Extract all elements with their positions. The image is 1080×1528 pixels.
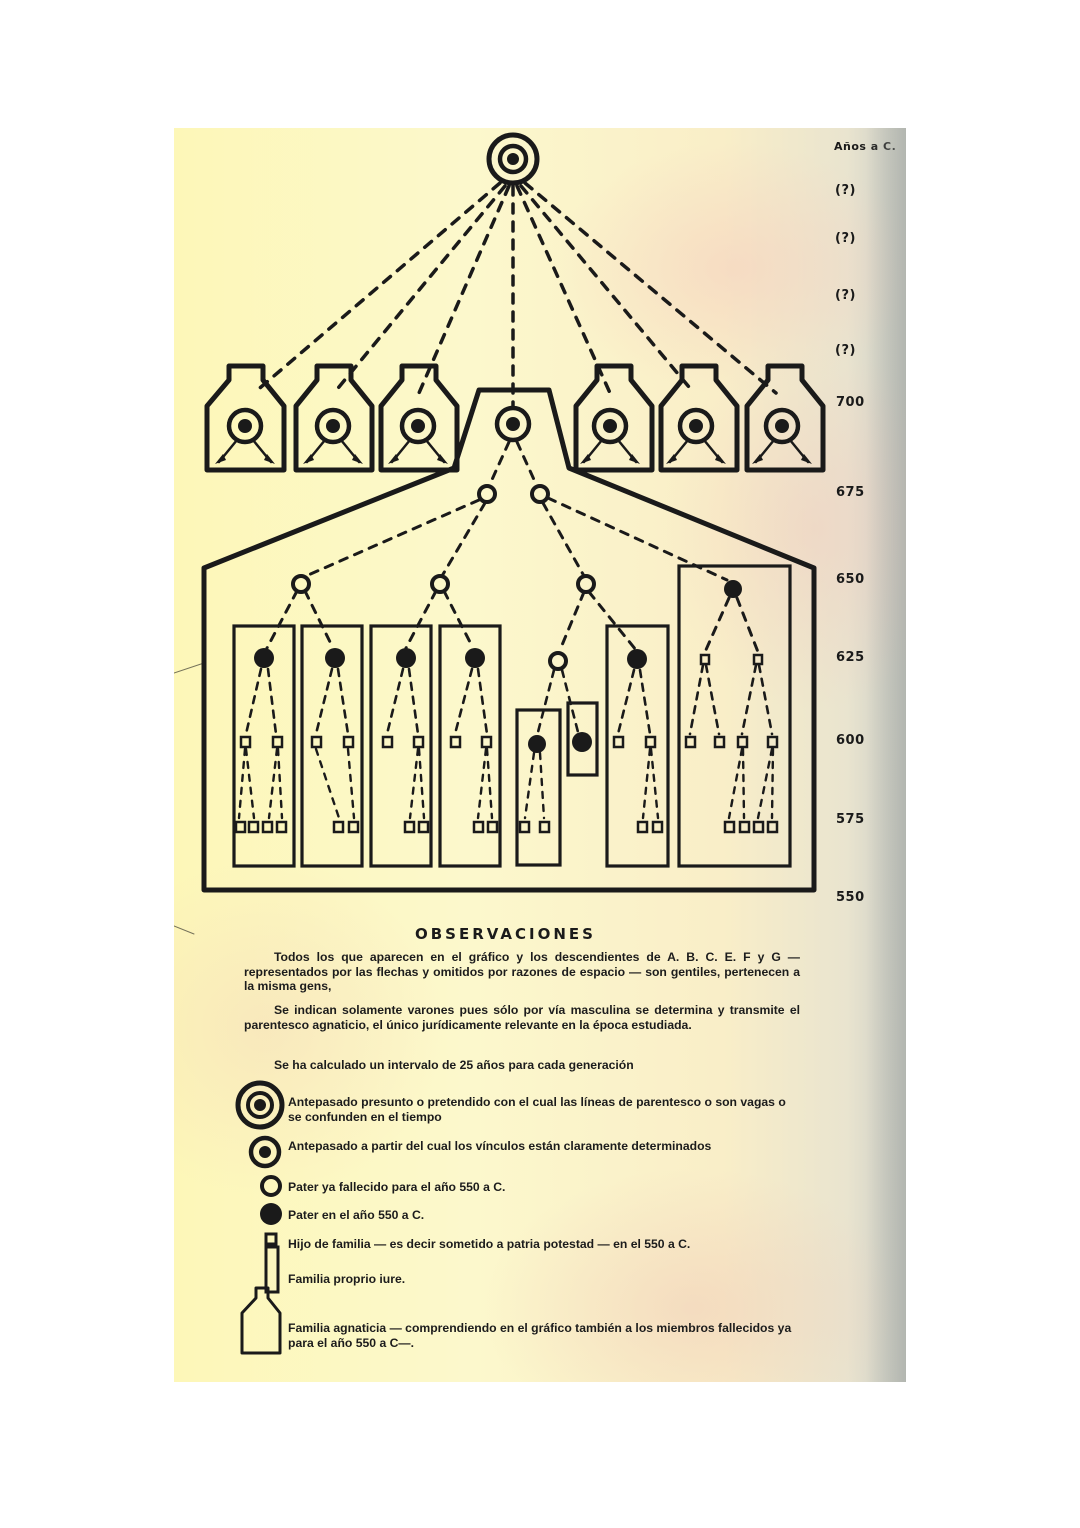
gens-diagram — [174, 132, 826, 1355]
family-c-agnatic-icon — [378, 363, 460, 473]
legend-item-hijo-familia: Hijo de familia — es decir sometido a pa… — [288, 1237, 691, 1251]
observation-paragraph-2: Se indican solamente varones pues sólo p… — [244, 1003, 800, 1032]
legend-item-familia-agnaticia: Familia agnaticia — comprendiendo en el … — [288, 1321, 792, 1350]
generation-675 — [477, 484, 550, 504]
arrow-heads — [215, 454, 812, 464]
root-descent-lines — [252, 181, 778, 410]
families-proprio-iure — [232, 564, 792, 868]
generation-575 — [234, 820, 779, 834]
generation-650 — [291, 574, 596, 594]
legend-determined-ancestor-icon — [248, 1135, 282, 1169]
family-a-agnatic-icon — [204, 363, 287, 473]
legend-item-presumed-ancestor: Antepasado presunto o pretendido con el … — [288, 1095, 786, 1124]
scanned-page: Años a C. (?) (?) (?) (?) 700 675 650 62… — [174, 128, 906, 1382]
legend-item-familia-proprio-iure: Familia proprio iure. — [288, 1272, 406, 1286]
family-f-agnatic-icon — [658, 363, 740, 473]
legend-item-pater-deceased: Pater ya fallecido para el año 550 a C. — [288, 1180, 506, 1194]
family-e-agnatic-icon — [573, 363, 655, 473]
family-d-agnatic-house — [201, 387, 817, 893]
observations-title: OBSERVACIONES — [415, 925, 596, 943]
generation-625 — [254, 648, 647, 669]
legend-hijo-familia-icon — [264, 1232, 278, 1246]
presumed-ancestor-root-icon — [486, 132, 540, 186]
generation-600 — [239, 735, 779, 749]
legend-familia-proprio-iure-icon — [264, 1245, 280, 1294]
observation-paragraph-1: Todos los que aparecen en el gráfico y l… — [244, 950, 800, 993]
legend-familia-agnaticia-icon — [240, 1286, 282, 1355]
family-g-agnatic-icon — [744, 363, 826, 473]
family-b-agnatic-icon — [293, 363, 375, 473]
observation-paragraph-3: Se ha calculado un intervalo de 25 años … — [274, 1058, 634, 1072]
legend-item-pater-living: Pater en el año 550 a C. — [288, 1208, 425, 1222]
determined-ancestors — [217, 405, 810, 464]
legend-pater-living-icon — [260, 1203, 282, 1225]
legend-pater-deceased-icon — [260, 1175, 282, 1197]
legend-item-determined-ancestor: Antepasado a partir del cual los vínculo… — [288, 1139, 712, 1153]
legend-presumed-ancestor-icon — [235, 1080, 285, 1130]
agnatic-families-row — [204, 363, 826, 473]
